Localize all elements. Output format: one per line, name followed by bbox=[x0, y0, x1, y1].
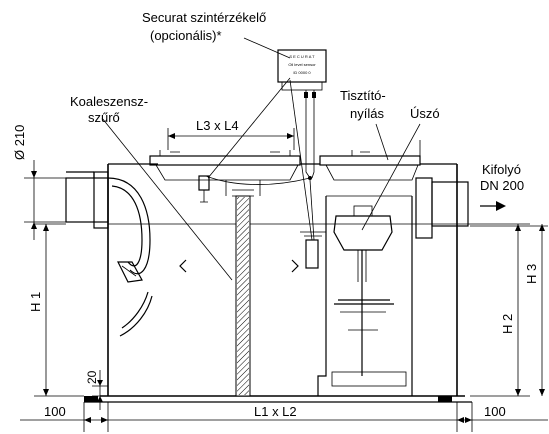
dim-right-margin-label: 100 bbox=[484, 404, 506, 419]
cleaning-label-line2: nyílás bbox=[350, 106, 384, 121]
cover-right bbox=[319, 140, 457, 181]
dim-length-label: L1 x L2 bbox=[254, 404, 297, 419]
sensor-cables bbox=[205, 100, 315, 241]
dim-cover: L3 x L4 bbox=[167, 118, 295, 150]
leader-lines bbox=[101, 37, 421, 281]
tank-body bbox=[84, 163, 472, 403]
left-probe bbox=[198, 175, 210, 203]
dim-base-label: 20 bbox=[85, 370, 99, 384]
sensor-label-line2: (opcionális)* bbox=[150, 28, 222, 43]
float-chamber bbox=[317, 195, 413, 396]
water-level-marks bbox=[300, 231, 326, 241]
dim-h2-label: H 2 bbox=[500, 314, 515, 334]
sensor-box-brand: S E C U R A T bbox=[289, 54, 315, 59]
sensor-box-id: ID 0000 0 bbox=[293, 70, 311, 75]
inlet-pipe bbox=[65, 171, 153, 337]
coalescer-label-line2: szűrő bbox=[88, 110, 120, 125]
dim-base: 20 bbox=[85, 370, 108, 410]
right-probe bbox=[305, 239, 319, 269]
dim-diameter-label: Ø 210 bbox=[12, 125, 27, 160]
coalescer-label-line1: Koaleszensz- bbox=[70, 94, 148, 109]
dim-left-margin-label: 100 bbox=[44, 404, 66, 419]
level-sensor-box: S E C U R A T Oil level sensor ID 0000 0 bbox=[277, 49, 327, 100]
coalescing-filter bbox=[225, 180, 261, 397]
dim-length: 100 L1 x L2 100 bbox=[20, 402, 548, 432]
outlet-label-line2: DN 200 bbox=[480, 178, 524, 193]
outlet-label-line1: Kifolyó bbox=[482, 162, 521, 177]
dim-h1: H 1 bbox=[28, 223, 84, 397]
float-label: Úszó bbox=[410, 106, 440, 121]
dim-h2: H 2 bbox=[470, 223, 530, 397]
chevron-right-icon bbox=[291, 259, 299, 273]
cover-left bbox=[149, 150, 301, 181]
chevron-left-icon bbox=[179, 259, 187, 273]
dim-h1-label: H 1 bbox=[28, 292, 43, 312]
sensor-label-line1: Securat szintérzékelő bbox=[142, 10, 266, 25]
sensor-box-model: Oil level sensor bbox=[288, 62, 316, 67]
dim-h3-label: H 3 bbox=[524, 264, 539, 284]
dim-h3: H 3 bbox=[470, 224, 548, 396]
dim-cover-label: L3 x L4 bbox=[196, 118, 239, 133]
dim-diameter: Ø 210 bbox=[12, 125, 66, 240]
outlet-pipe bbox=[415, 177, 469, 239]
cleaning-label-line1: Tisztító- bbox=[340, 88, 386, 103]
